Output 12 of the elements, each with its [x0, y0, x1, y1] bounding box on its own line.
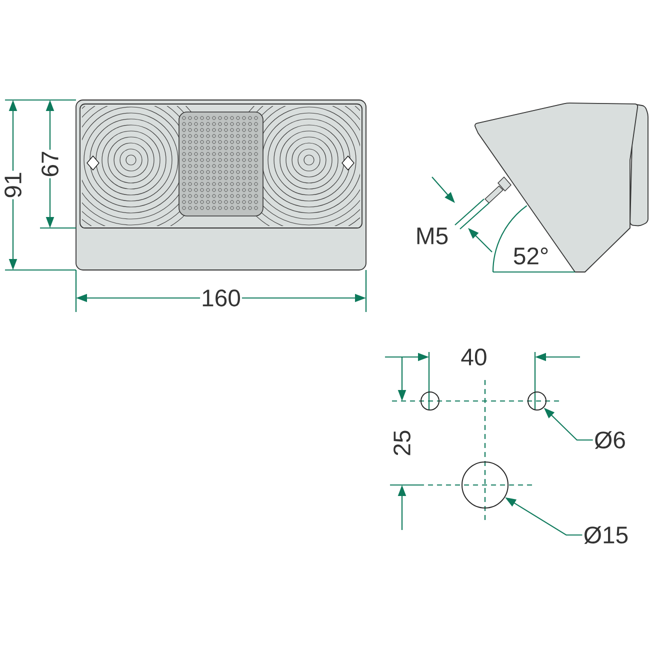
dimension-label: 40: [461, 348, 486, 366]
dimension-label: 52°: [514, 248, 548, 264]
dimension-label: 67: [40, 150, 60, 178]
hole-circle: [528, 392, 546, 410]
diameter-label: Ø6: [594, 431, 625, 449]
dimension-label: M5: [417, 228, 448, 244]
hole-circle: [420, 392, 440, 410]
dimension-label: 25: [392, 428, 412, 458]
dimension-label: 91: [4, 170, 22, 200]
diameter-label: Ø15: [584, 526, 628, 544]
dimension-label: 160: [200, 288, 242, 308]
hole-circle: [462, 462, 508, 508]
